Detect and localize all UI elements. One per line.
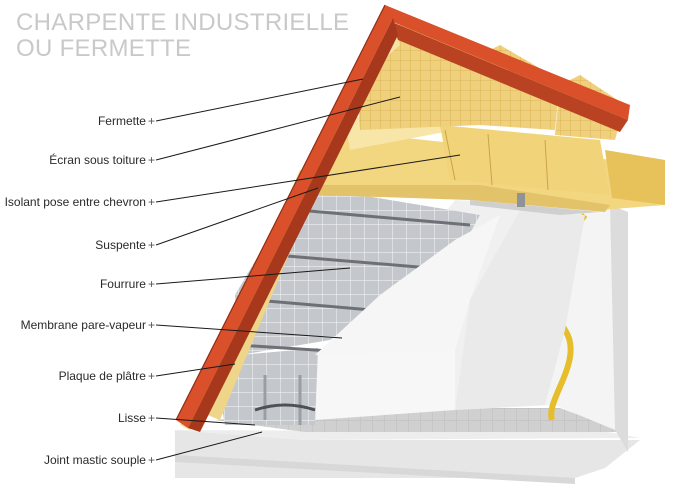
plus-marker-icon: + — [147, 453, 155, 467]
label-isolant: Isolant pose entre chevron+ — [4, 195, 155, 209]
label-lisse: Lisse+ — [117, 411, 155, 425]
label-ecran-sous-toiture: Écran sous toiture+ — [49, 153, 155, 167]
plus-marker-icon: + — [147, 114, 155, 128]
diagram-title-line2: OU FERMETTE — [16, 35, 192, 62]
plus-marker-icon: + — [147, 238, 155, 252]
plus-marker-icon: + — [147, 369, 155, 383]
plus-marker-icon: + — [147, 411, 155, 425]
plasterboard-slope — [315, 215, 500, 355]
floor-slab — [175, 408, 640, 484]
plus-marker-icon: + — [147, 153, 155, 167]
roof-tiles — [175, 4, 630, 432]
label-fermette: Fermette+ — [97, 114, 155, 128]
diagram-title-line1: CHARPENTE INDUSTRIELLE — [16, 9, 350, 36]
leader-lines — [155, 78, 461, 461]
label-fourrure: Fourrure+ — [99, 277, 155, 291]
plus-marker-icon: + — [147, 277, 155, 291]
label-joint-mastic-souple: Joint mastic souple+ — [43, 453, 155, 467]
plus-marker-icon: + — [147, 195, 155, 209]
label-membrane-pare-vapeur: Membrane pare-vapeur+ — [20, 318, 155, 332]
label-plaque-de-platre: Plaque de plâtre+ — [58, 369, 155, 383]
roof-insulation-panels — [355, 25, 625, 140]
plus-marker-icon: + — [147, 318, 155, 332]
label-suspente: Suspente+ — [95, 238, 155, 252]
